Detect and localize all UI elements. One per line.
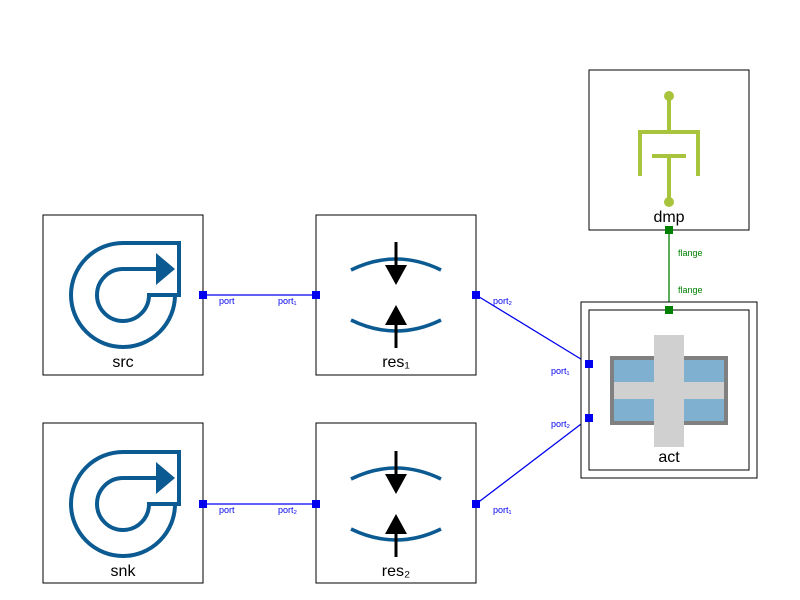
port-label-act-port2: port₂ [551,419,571,429]
port-label-res2-port1: port₁ [493,505,512,515]
actuator-icon [610,335,728,447]
port-dmp-flange[interactable] [665,226,673,234]
port-res1-port2[interactable] [472,291,480,299]
block-snk[interactable]: snk [42,422,204,584]
block-frame [315,422,477,584]
port-label-act-flange: flange [678,285,703,295]
block-src[interactable]: src [42,214,204,376]
block-res1[interactable]: res₁ [315,214,477,376]
block-label-res2: res₂ [382,563,410,580]
port-src[interactable] [199,291,207,299]
port-res1-port1[interactable] [312,291,320,299]
block-dmp[interactable]: dmp [588,69,750,231]
restriction-icon [350,451,442,557]
port-act-flange[interactable] [665,306,673,314]
restriction-icon [350,242,442,348]
block-label-dmp: dmp [653,209,684,226]
port-label-snk: port [219,505,235,515]
port-label-dmp-flange: flange [678,248,703,258]
port-label-act-port1: port₁ [551,366,570,376]
port-res2-port2[interactable] [312,500,320,508]
port-act-port2[interactable] [585,414,593,422]
port-label-res1-port1: port₁ [278,296,297,306]
port-act-port1[interactable] [585,360,593,368]
port-snk[interactable] [199,500,207,508]
block-res2[interactable]: res₂ [315,422,477,584]
pump-icon [69,450,181,558]
connection-res1-act[interactable] [475,294,590,365]
port-res2-port1[interactable] [472,500,480,508]
block-act[interactable]: act [580,301,758,479]
connection-res2-act[interactable] [475,417,590,505]
damper-icon [638,91,700,207]
block-label-act: act [658,449,680,466]
port-label-res1-port2: port₂ [493,296,513,306]
block-frame [315,214,477,376]
pump-icon [69,241,181,349]
connections [203,230,670,505]
block-label-src: src [112,354,133,371]
ports [199,226,673,508]
port-label-res2-port2: port₂ [278,505,298,515]
block-label-snk: snk [111,563,137,580]
block-label-res1: res₁ [382,354,410,371]
port-labels: port port₁ port₂ port port₂ port₁ port₁ … [219,248,703,515]
port-label-src: port [219,296,235,306]
